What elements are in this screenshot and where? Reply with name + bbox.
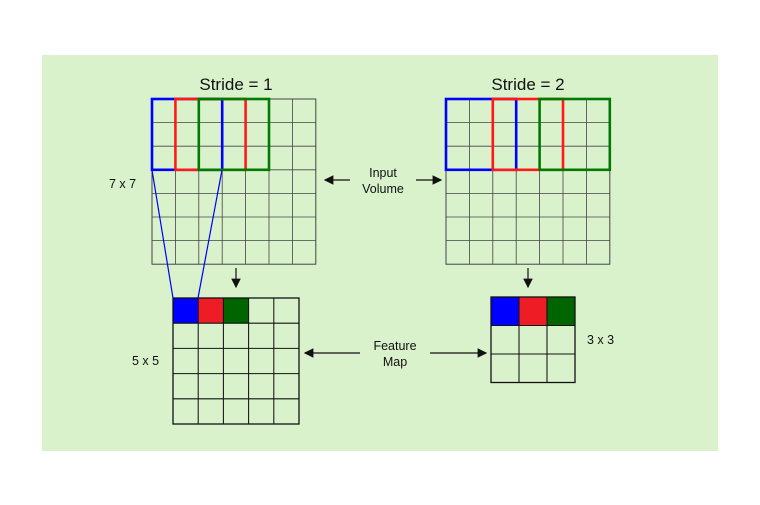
projection-line-left [151, 169, 174, 299]
left-title: Stride = 1 [199, 75, 272, 94]
projection-line-right [197, 169, 223, 299]
right-feature-map-grid [490, 296, 576, 384]
left-output-cell-green [223, 298, 249, 324]
input-volume-label-line1: Input [369, 166, 397, 180]
right-output-border [490, 296, 576, 384]
left-input-grid [150, 97, 317, 265]
left-output-cell-blue [173, 298, 199, 324]
left-input-size-label: 7 x 7 [109, 177, 136, 191]
left-input-window-green [197, 97, 271, 172]
input-volume-label-line2: Volume [362, 182, 404, 196]
feature-map-label-line2: Map [383, 355, 407, 369]
right-input-window-blue [444, 97, 518, 172]
right-title: Stride = 2 [491, 75, 564, 94]
right-output-size-label: 3 x 3 [587, 333, 614, 347]
right-output-cell-red [519, 297, 547, 326]
background-panel [42, 55, 718, 451]
feature-map-label-line1: Feature [373, 339, 416, 353]
left-output-size-label: 5 x 5 [132, 354, 159, 368]
right-output-cell-green [547, 297, 575, 326]
right-input-grid [444, 97, 612, 265]
left-feature-map-grid [172, 297, 300, 425]
right-input-window-red [491, 97, 565, 172]
right-output-cell-blue [491, 297, 519, 326]
left-output-border [172, 297, 300, 425]
right-input-window-green [538, 97, 612, 172]
left-output-cell-red [198, 298, 224, 324]
